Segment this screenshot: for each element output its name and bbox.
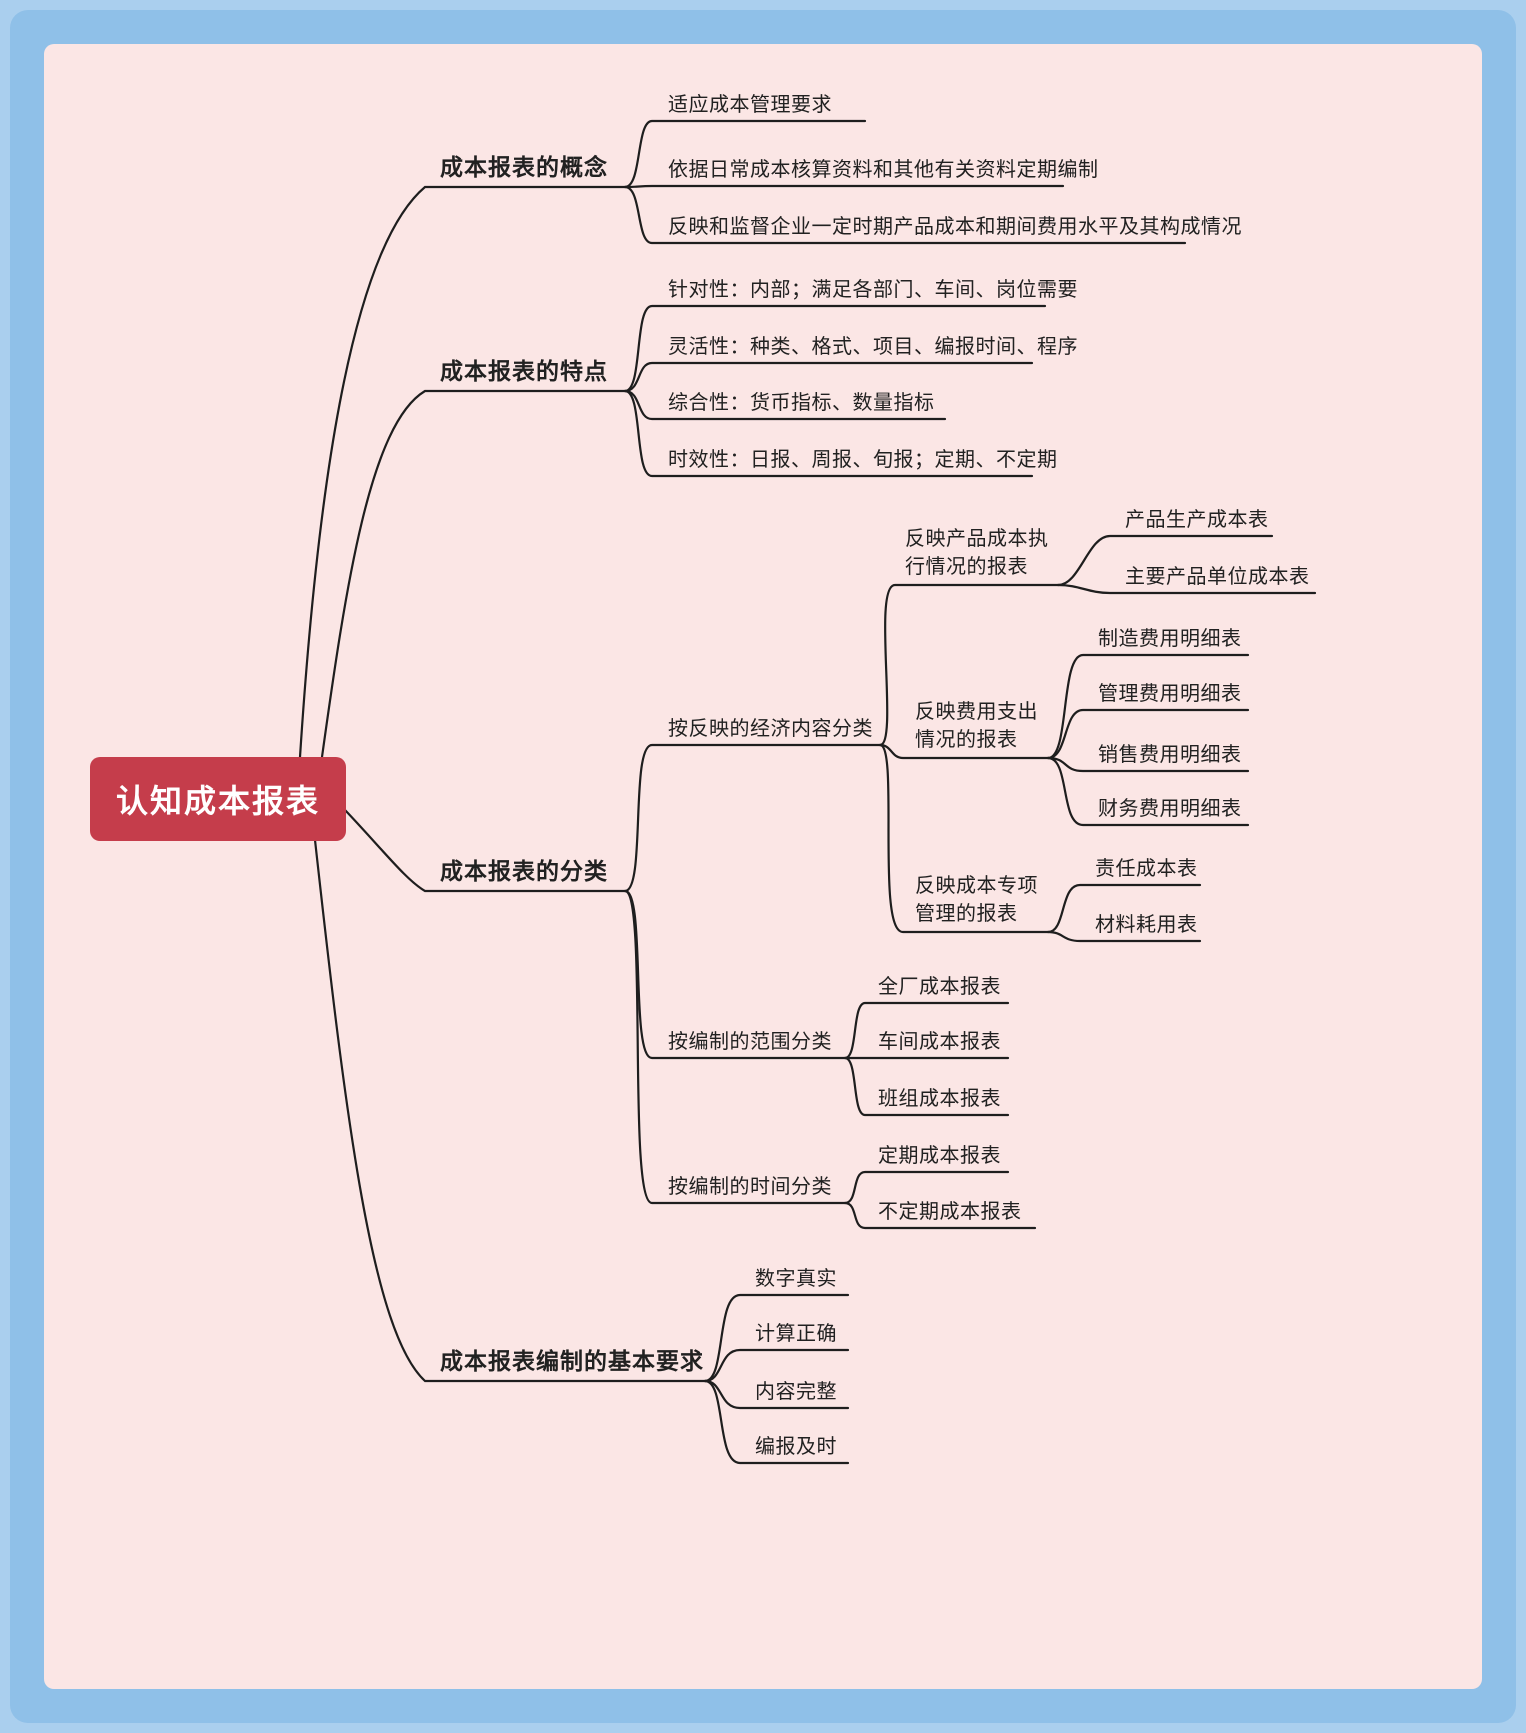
branch-node-concept[interactable]: 成本报表的概念 (440, 154, 608, 180)
leaf-node[interactable]: 车间成本报表 (878, 1031, 1001, 1053)
subbranch-node-product-cost-reports[interactable]: 反映产品成本执行情况的报表 (905, 528, 1049, 578)
leaf-node[interactable]: 内容完整 (755, 1381, 837, 1403)
leaf-node[interactable]: 班组成本报表 (878, 1088, 1001, 1110)
leaf-node[interactable]: 材料耗用表 (1095, 914, 1198, 936)
branch-node-characteristics[interactable]: 成本报表的特点 (440, 358, 608, 384)
leaf-node[interactable]: 财务费用明细表 (1098, 798, 1242, 820)
leaf-node[interactable]: 适应成本管理要求 (668, 94, 832, 116)
leaf-node[interactable]: 灵活性：种类、格式、项目、编报时间、程序 (668, 336, 1078, 358)
branch-node-requirements[interactable]: 成本报表编制的基本要求 (440, 1348, 704, 1374)
leaf-node[interactable]: 定期成本报表 (878, 1145, 1001, 1167)
subbranch-node-scope[interactable]: 按编制的范围分类 (668, 1031, 832, 1053)
leaf-node[interactable]: 不定期成本报表 (878, 1201, 1022, 1223)
leaf-node[interactable]: 销售费用明细表 (1098, 744, 1242, 766)
subbranch-node-special-management-reports[interactable]: 反映成本专项管理的报表 (915, 875, 1038, 925)
leaf-node[interactable]: 制造费用明细表 (1098, 628, 1242, 650)
leaf-node[interactable]: 责任成本表 (1095, 858, 1198, 880)
subbranch-node-economic-content[interactable]: 按反映的经济内容分类 (668, 718, 873, 740)
leaf-node[interactable]: 产品生产成本表 (1125, 509, 1269, 531)
leaf-node[interactable]: 全厂成本报表 (878, 976, 1001, 998)
leaf-node[interactable]: 主要产品单位成本表 (1125, 566, 1310, 588)
root-node[interactable]: 认知成本报表 (90, 757, 346, 841)
leaf-node[interactable]: 依据日常成本核算资料和其他有关资料定期编制 (668, 159, 1099, 181)
leaf-node[interactable]: 综合性：货币指标、数量指标 (668, 392, 935, 414)
leaf-node[interactable]: 针对性：内部；满足各部门、车间、岗位需要 (668, 279, 1078, 301)
subbranch-node-time[interactable]: 按编制的时间分类 (668, 1176, 832, 1198)
leaf-node[interactable]: 数字真实 (755, 1268, 837, 1290)
leaf-node[interactable]: 编报及时 (755, 1436, 837, 1458)
leaf-node[interactable]: 计算正确 (755, 1323, 837, 1345)
branch-node-classification[interactable]: 成本报表的分类 (440, 858, 608, 884)
leaf-node[interactable]: 管理费用明细表 (1098, 683, 1242, 705)
subbranch-node-expense-reports[interactable]: 反映费用支出情况的报表 (915, 701, 1038, 751)
leaf-node[interactable]: 反映和监督企业一定时期产品成本和期间费用水平及其构成情况 (668, 216, 1242, 238)
leaf-node[interactable]: 时效性：日报、周报、旬报；定期、不定期 (668, 449, 1058, 471)
